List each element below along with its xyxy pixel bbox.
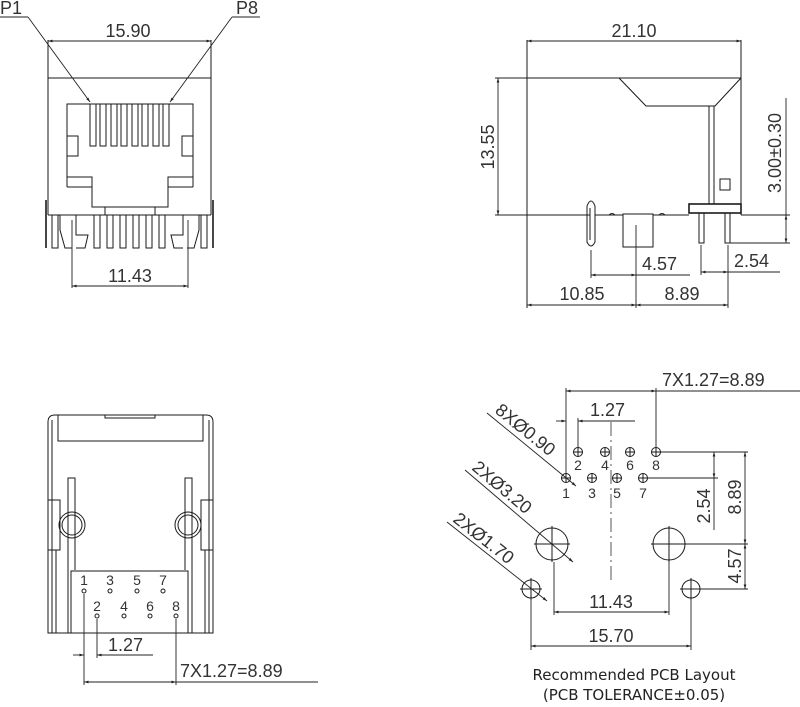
pcb-mid-spacing-label: 15.70 [588, 626, 633, 646]
pcb-caption-tolerance: (PCB TOLERANCE±0.05) [543, 686, 725, 704]
contact-slots [89, 103, 170, 147]
pcb-hole-small-label: 8XØ0.90 [491, 400, 559, 460]
pcb-hole-large-label: 2XØ3.20 [468, 457, 535, 518]
side-offset-right-label: 8.89 [664, 284, 699, 304]
pin-label: 8 [172, 598, 180, 614]
pcb-row-spacing-label: 2.54 [694, 488, 714, 523]
front-pins [51, 214, 208, 249]
front-post-spacing-label: 11.43 [108, 266, 152, 286]
pin-label: 5 [613, 485, 621, 501]
front-width-label: 15.90 [105, 21, 150, 41]
pin-label: 4 [120, 598, 128, 614]
pin-label: 8 [652, 457, 660, 473]
side-pin-pitch-label: 2.54 [734, 251, 769, 271]
pcb-height-lower-label: 4.57 [725, 548, 745, 583]
pin-label: 2 [93, 598, 101, 614]
side-length-label: 21.10 [611, 21, 656, 41]
pin-label: 5 [133, 572, 141, 588]
pin-label: 7 [159, 572, 167, 588]
pcb-total-label: 7X1.27=8.89 [662, 370, 765, 390]
pin-label: 1 [80, 572, 88, 588]
side-view: 21.10 13.55 4.57 2.54 10.85 8.89 3.00±0.… [478, 21, 790, 308]
pin-label: 2 [574, 457, 582, 473]
side-pin-length-label: 3.00±0.30 [765, 113, 785, 193]
pcb-height-total-label: 8.89 [725, 479, 745, 514]
pin-label: 6 [626, 457, 634, 473]
side-offset-left-label: 10.85 [559, 284, 604, 304]
pin-label: 6 [146, 598, 154, 614]
front-view: 15.90 P1 P8 [0, 0, 260, 288]
pin-label: 4 [601, 457, 609, 473]
pcb-pitch-label: 1.27 [590, 400, 625, 420]
bottom-total-label: 7X1.27=8.89 [180, 661, 283, 681]
pcb-large-spacing-label: 11.43 [589, 592, 633, 612]
pcb-layout: 2 4 6 8 1 3 5 7 7X1.27=8.89 1.27 2.54 8.… [446, 370, 800, 704]
pin-label: 3 [588, 485, 596, 501]
pin-first-label: P1 [0, 0, 22, 18]
pin-label: 3 [106, 572, 114, 588]
pin-label: 1 [562, 485, 570, 501]
side-height-label: 13.55 [478, 124, 498, 169]
pin-label: 7 [639, 485, 647, 501]
bottom-view: 1 3 5 7 2 4 6 8 1.27 7X1.27=8.89 [47, 414, 318, 685]
pcb-caption-title: Recommended PCB Layout [533, 666, 736, 684]
pin-last-label: P8 [236, 0, 258, 18]
side-offset-a-label: 4.57 [642, 254, 677, 274]
bottom-pitch-label: 1.27 [108, 635, 143, 655]
pcb-hole-mid-label: 2XØ1.70 [450, 508, 518, 568]
pin-holes [520, 447, 702, 600]
pcb-pin-labels: 2 4 6 8 1 3 5 7 [562, 457, 660, 501]
bottom-pin-labels: 1 3 5 7 2 4 6 8 [80, 572, 180, 614]
